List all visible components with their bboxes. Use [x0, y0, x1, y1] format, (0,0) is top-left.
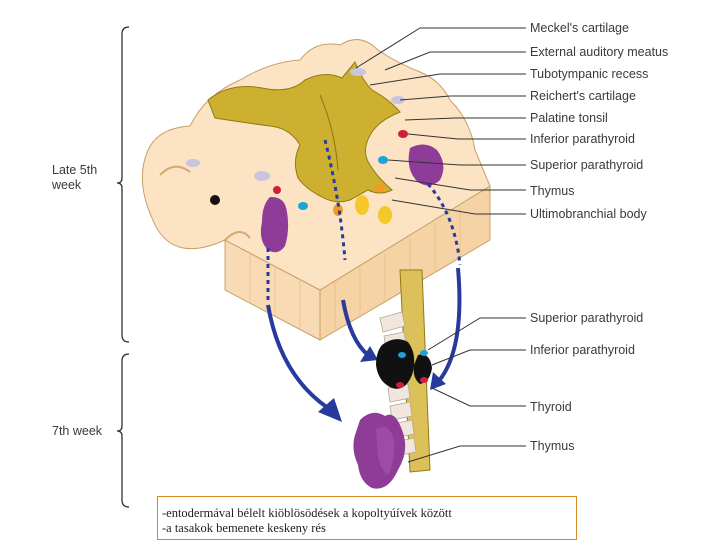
ear-outline-left [159, 165, 191, 176]
arrow-head-inferior [430, 372, 446, 390]
label-ultimobranchial-body: Ultimobranchial body [530, 207, 647, 221]
migration-paths-dashed [266, 139, 462, 300]
label-tubotympanic-recess: Tubotympanic recess [530, 67, 649, 81]
ultimobranchial-body [355, 195, 369, 215]
superior-parathyroid-top [378, 156, 388, 164]
ultimobranchial-body-2 [378, 206, 392, 224]
late-5th-week-line2: week [52, 178, 82, 192]
arrow-head-thymus [318, 398, 342, 422]
label-superior-parathyroid-top: Superior parathyroid [530, 158, 644, 172]
inferior-parathyroid-left [273, 186, 281, 194]
label-inferior-parathyroid-bottom: Inferior parathyroid [530, 343, 635, 357]
pharynx-lumen-line [319, 94, 339, 171]
ear-outline-left-2 [224, 231, 251, 241]
label-palatine-tonsil: Palatine tonsil [530, 111, 608, 125]
migration-arrows [266, 267, 462, 410]
eye [210, 195, 220, 205]
late-5th-week-line1: Late 5th [52, 163, 98, 177]
caption-line-1: -entodermával bélelt kiöblösödések a kop… [162, 506, 452, 520]
meckels-cartilage [350, 68, 366, 76]
thyroid [376, 339, 415, 389]
ultimobranchial-right [375, 184, 385, 192]
thymus-right [408, 144, 444, 186]
superior-parathyroid-bottom-left [398, 352, 406, 358]
superior-parathyroid-left [298, 202, 308, 210]
7th-week-label: 7th week [52, 424, 103, 438]
thymus-bottom-lobe [376, 426, 395, 475]
cartilage-left-2 [186, 159, 200, 167]
late-5th-week-bracket [116, 26, 130, 343]
label-inferior-parathyroid-top: Inferior parathyroid [530, 132, 635, 146]
label-external-auditory-meatus: External auditory meatus [530, 45, 669, 59]
thyroid-right-lobe [413, 354, 432, 384]
label-meckels-cartilage: Meckel's cartilage [530, 21, 629, 35]
inferior-parathyroid-bottom-left [396, 382, 404, 388]
caption-box: -entodermával bélelt kiöblösödések a kop… [157, 496, 577, 540]
arrow-head-superior [360, 346, 378, 362]
pharynx [207, 61, 401, 203]
inferior-parathyroid-bottom-right [420, 377, 428, 383]
late-5th-week-label: Late 5th week [52, 163, 97, 193]
tissue-striations [249, 208, 461, 332]
reicherts-cartilage [391, 96, 405, 104]
label-thymus-top: Thymus [530, 184, 575, 198]
inferior-parathyroid-top [398, 130, 408, 138]
cartilage-left [254, 171, 270, 181]
thymus-left [260, 196, 289, 253]
label-thyroid: Thyroid [530, 400, 572, 414]
leader-lines [355, 27, 526, 463]
superior-parathyroid-bottom-right [420, 350, 428, 356]
7th-week-bracket [116, 353, 130, 508]
caption-line-2: -a tasakok bemenete keskeny rés [162, 521, 326, 535]
label-reicherts-cartilage: Reichert's cartilage [530, 89, 636, 103]
label-superior-parathyroid-bottom: Superior parathyroid [530, 311, 644, 325]
label-thymus-bottom: Thymus [530, 439, 575, 453]
